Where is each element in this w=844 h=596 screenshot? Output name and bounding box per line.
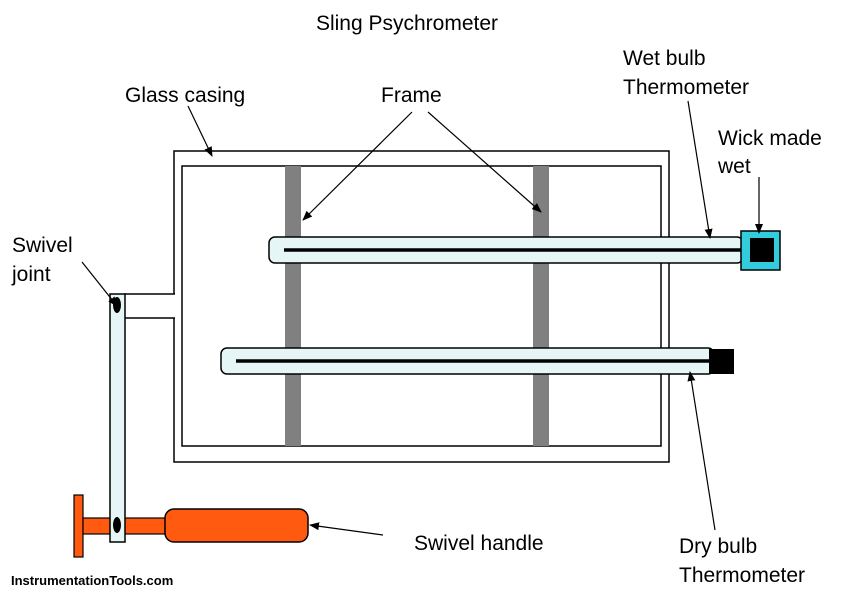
wet-bulb-label-line2: Thermometer <box>623 76 749 99</box>
swivel-joint-label-line2: joint <box>11 263 51 286</box>
glass-casing-inner <box>181 165 662 447</box>
dry-bulb-arrow <box>687 371 716 531</box>
wet-bulb-bulb <box>750 238 774 262</box>
wet-bulb-label-line1: Wet bulb <box>623 47 706 70</box>
wick-label-line1: Wick made <box>718 127 822 150</box>
frame-arrow-left <box>302 111 413 221</box>
frame-bar-right <box>533 166 549 446</box>
handle-end-cap <box>73 494 84 558</box>
swivel-handle-arrow <box>309 522 384 536</box>
handle-pin <box>113 517 121 533</box>
swivel-joint-label-line1: Swivel <box>12 234 73 257</box>
swivel-joint-pin <box>113 297 121 313</box>
wet-bulb-arrow <box>687 100 713 239</box>
dry-bulb-bulb <box>709 349 734 374</box>
swivel-handle-label: Swivel handle <box>414 532 544 555</box>
swivel-arm <box>109 293 126 543</box>
frame-arrow-right <box>427 111 542 213</box>
frame-label: Frame <box>381 84 442 107</box>
swivel-joint-arrow <box>81 261 118 307</box>
dry-bulb-label-line1: Dry bulb <box>679 535 757 558</box>
dry-bulb-label-line2: Thermometer <box>679 564 805 587</box>
glass-casing-label: Glass casing <box>125 84 245 107</box>
frame-bar-left <box>285 166 301 446</box>
wick-label-line2: wet <box>717 155 751 178</box>
watermark: InstrumentationTools.com <box>11 573 173 588</box>
casing-arm-fill <box>120 294 176 318</box>
glass-casing-arrow <box>187 105 213 157</box>
swivel-handle <box>164 508 309 543</box>
diagram-title: Sling Psychrometer <box>316 12 498 35</box>
